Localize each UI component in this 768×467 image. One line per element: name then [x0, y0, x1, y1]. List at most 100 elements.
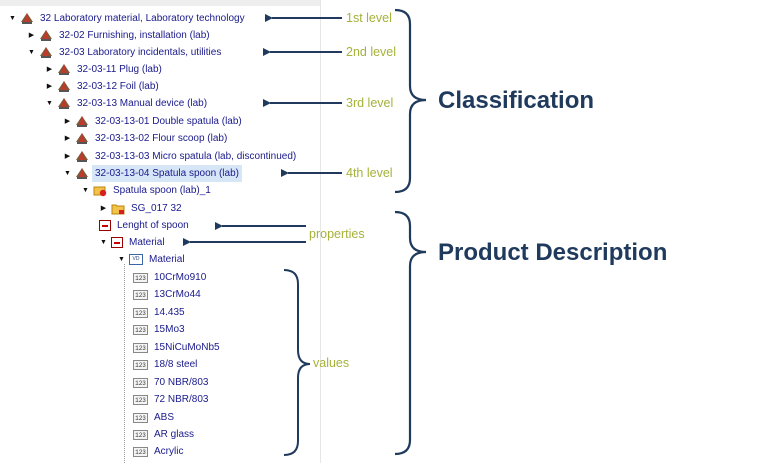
- classification-node-icon: [75, 150, 89, 163]
- expand-toggle-icon[interactable]: ▶: [64, 153, 71, 160]
- value-icon: 123: [133, 446, 148, 457]
- level2-label: 2nd level: [346, 45, 397, 59]
- property-icon: [99, 220, 111, 231]
- tree-node-row[interactable]: ▶ 32-03-11 Plug (lab): [45, 61, 165, 78]
- collapse-toggle-icon[interactable]: ▼: [9, 15, 16, 22]
- tree-node-label: 70 NBR/803: [154, 377, 209, 388]
- tree-node-label: 32-03-11 Plug (lab): [77, 64, 162, 75]
- collapse-toggle-icon[interactable]: ▼: [118, 256, 125, 263]
- value-icon: 123: [133, 429, 148, 440]
- value-row[interactable]: 123 Acrylic: [133, 443, 186, 460]
- tree-node-label: 32-03 Laboratory incidentals, utilities: [59, 47, 222, 58]
- tree-node-row[interactable]: ▼ 32-03-13-04 Spatula spoon (lab): [63, 165, 242, 182]
- value-icon: 123: [133, 377, 148, 388]
- value-row[interactable]: 123 13CrMo44: [133, 286, 204, 303]
- tree-node-label: 18/8 steel: [154, 359, 198, 370]
- tree-node-label: Acrylic: [154, 446, 184, 457]
- level4-label: 4th level: [346, 166, 393, 180]
- tree-node-label: 32-03-13-03 Micro spatula (lab, disconti…: [95, 151, 297, 162]
- tree-node-row[interactable]: ▼ Material: [99, 234, 168, 251]
- classification-node-icon: [57, 97, 71, 110]
- value-row[interactable]: 123 18/8 steel: [133, 356, 200, 373]
- tree-node-label: 32-03-13 Manual device (lab): [77, 98, 208, 109]
- value-row[interactable]: 123 70 NBR/803: [133, 374, 211, 391]
- value-icon: 123: [133, 394, 148, 405]
- tree-node-row[interactable]: ▼ 32 Laboratory material, Laboratory tech…: [8, 10, 248, 27]
- collapse-toggle-icon[interactable]: ▼: [100, 239, 107, 246]
- tree-node-label: 14.435: [154, 307, 185, 318]
- expand-toggle-icon[interactable]: ▶: [100, 205, 107, 212]
- tree-node-label: AR glass: [154, 429, 195, 440]
- tree-node-label: Material: [149, 254, 185, 265]
- tree-node-label: 72 NBR/803: [154, 394, 209, 405]
- expand-toggle-icon[interactable]: ▶: [28, 32, 35, 39]
- tree-panel: ▼ 32 Laboratory material, Laboratory tech…: [0, 0, 321, 463]
- value-row[interactable]: 123 10CrMo910: [133, 269, 209, 286]
- expand-toggle-icon[interactable]: ▶: [46, 83, 53, 90]
- classification-node-icon: [39, 46, 53, 59]
- collapse-toggle-icon[interactable]: ▼: [64, 170, 71, 177]
- collapse-toggle-icon[interactable]: ▼: [82, 187, 89, 194]
- tree-node-label: 15Mo3: [154, 324, 185, 335]
- property-icon: [111, 237, 123, 248]
- tree-node-label: 15NiCuMoNb5: [154, 342, 220, 353]
- tree-node-label: 13CrMo44: [154, 289, 201, 300]
- tree-node-row[interactable]: ▶32-03-13-01 Double spatula (lab): [63, 113, 245, 130]
- tree-node-label: SG_017 32: [131, 203, 182, 214]
- value-icon: 123: [133, 359, 148, 370]
- tree-node-label: 32-02 Furnishing, installation (lab): [59, 30, 210, 41]
- tree-node-row[interactable]: ▼ 32-03 Laboratory incidentals, utilities: [27, 44, 224, 61]
- tree-node-label: Spatula spoon (lab)_1: [113, 185, 211, 196]
- classification-node-icon: [57, 63, 71, 76]
- tree-node-row[interactable]: ▶ 32-02 Furnishing, installation (lab): [27, 27, 213, 44]
- tree-node-label: ABS: [154, 412, 175, 423]
- level3-label: 3rd level: [346, 96, 394, 110]
- level1-label: 1st level: [346, 11, 392, 25]
- value-icon: 123: [133, 342, 148, 353]
- value-icon: 123: [133, 307, 148, 318]
- tree-node-row[interactable]: ▼ VD Material: [117, 251, 188, 268]
- value-icon: 123: [133, 272, 148, 283]
- classification-brace: [394, 8, 427, 194]
- tree-node-row[interactable]: ▼ 32-03-13 Manual device (lab): [45, 95, 210, 112]
- classification-node-icon: [75, 132, 89, 145]
- properties-label: properties: [309, 227, 365, 241]
- collapse-toggle-icon[interactable]: ▼: [46, 100, 53, 107]
- value-row[interactable]: 123 ABS: [133, 409, 177, 426]
- value-icon: 123: [133, 324, 148, 335]
- value-icon: 123: [133, 289, 148, 300]
- product-description-label: Product Description: [438, 239, 668, 266]
- tree-node-label: 32-03-13-04 Spatula spoon (lab): [92, 165, 242, 182]
- tree-node-row[interactable]: ▶32-03-13-02 Flour scoop (lab): [63, 130, 230, 147]
- classification-node-icon: [39, 29, 53, 42]
- classification-node-icon: [20, 12, 34, 25]
- classification-node-icon: [75, 115, 89, 128]
- expand-toggle-icon[interactable]: ▶: [64, 135, 71, 142]
- value-row[interactable]: 123 14.435: [133, 304, 188, 321]
- tree-node-row[interactable]: ▶ SG_017 32: [99, 200, 185, 217]
- tree-node-label: 32 Laboratory material, Laboratory techn…: [40, 13, 245, 24]
- panel-top-edge: [0, 0, 320, 6]
- tree-node-label: Material: [129, 237, 165, 248]
- value-row[interactable]: 123 72 NBR/803: [133, 391, 211, 408]
- tree-node-row[interactable]: ▼ Spatula spoon (lab)_1: [81, 182, 214, 199]
- values-label: values: [313, 356, 350, 370]
- classification-node-icon: [57, 80, 71, 93]
- tree-node-row[interactable]: Lenght of spoon: [99, 217, 192, 234]
- tree-node-row[interactable]: ▶32-03-12 Foil (lab): [45, 78, 162, 95]
- tree-node-label: Lenght of spoon: [117, 220, 189, 231]
- expand-toggle-icon[interactable]: ▶: [64, 118, 71, 125]
- value-icon: 123: [133, 412, 148, 423]
- value-row[interactable]: 123 AR glass: [133, 426, 197, 443]
- classification-node-icon: [75, 167, 89, 180]
- tree-node-row[interactable]: ▶ 32-03-13-03 Micro spatula (lab, discont…: [63, 148, 299, 165]
- value-folder-icon: VD: [129, 254, 143, 265]
- tree-node-label: 10CrMo910: [154, 272, 207, 283]
- value-row[interactable]: 123 15Mo3: [133, 321, 188, 338]
- folder-icon: [111, 202, 125, 215]
- tree-guide-line: [124, 264, 125, 463]
- collapse-toggle-icon[interactable]: ▼: [28, 49, 35, 56]
- expand-toggle-icon[interactable]: ▶: [46, 66, 53, 73]
- value-row[interactable]: 123 15NiCuMoNb5: [133, 339, 223, 356]
